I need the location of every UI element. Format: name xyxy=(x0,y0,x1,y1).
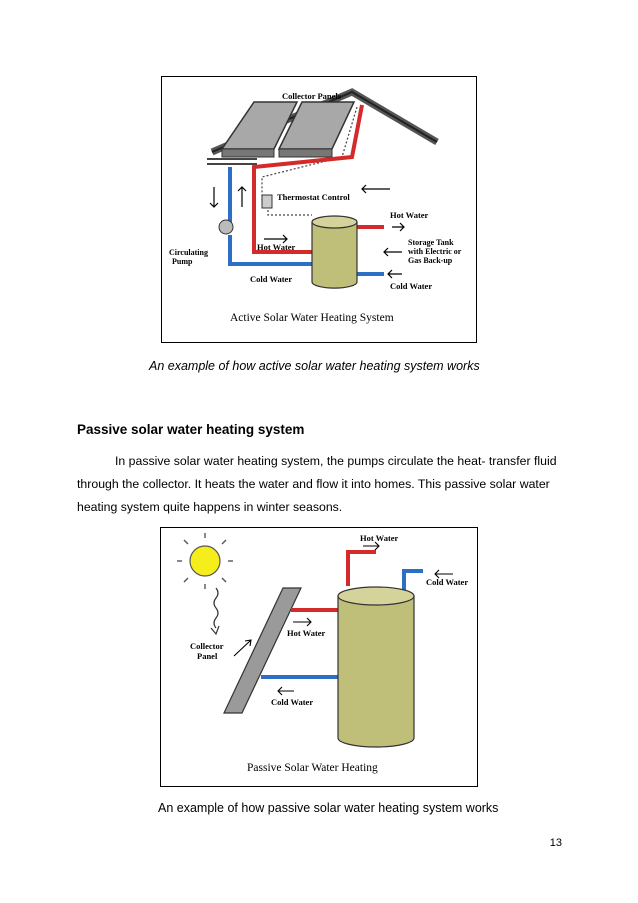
arrow-collector xyxy=(233,639,252,657)
label-storage-tank-2: with Electric or xyxy=(408,247,462,256)
label-circulating-2: Pump xyxy=(172,257,193,266)
arrow-tank xyxy=(383,247,402,257)
label-figure2-title: Passive Solar Water Heating xyxy=(247,762,378,774)
label-cold-water-in: Cold Water xyxy=(390,281,432,291)
figure1-caption: An example of how active solar water hea… xyxy=(149,359,480,373)
section-heading: Passive solar water heating system xyxy=(77,422,305,437)
label-collector-1: Collector xyxy=(190,641,224,651)
label-storage-tank-1: Storage Tank xyxy=(408,238,454,247)
active-system-figure: Collector Panels Thermostat Control Hot … xyxy=(161,76,477,343)
label-thermostat-control: Thermostat Control xyxy=(277,192,350,202)
thermostat-wire-2 xyxy=(267,202,312,216)
label-cold-water-bottom: Cold Water xyxy=(271,697,313,707)
label-cold-water-pump: Cold Water xyxy=(250,274,292,284)
arrow-cold-top xyxy=(434,569,453,579)
label-circulating-1: Circulating xyxy=(169,248,208,257)
label-cold-water-top: Cold Water xyxy=(426,577,468,587)
thermostat-box xyxy=(261,194,273,209)
cold-pipe-top xyxy=(402,569,423,590)
collector-panel-right-edge xyxy=(278,148,333,158)
figure2-caption: An example of how passive solar water he… xyxy=(158,801,499,815)
section-paragraph-text: In passive solar water heating system, t… xyxy=(77,454,557,514)
collector-panel xyxy=(223,587,302,714)
label-hot-water-in: Hot Water xyxy=(257,242,296,252)
arrow-cold-bottom xyxy=(277,686,294,696)
water-tank xyxy=(337,595,415,748)
passive-system-diagram: Hot Water Cold Water Collector Panel Hot… xyxy=(177,533,468,774)
arrow-hot-in xyxy=(264,234,288,244)
section-paragraph: In passive solar water heating system, t… xyxy=(77,450,567,519)
storage-tank-top xyxy=(311,215,358,229)
label-hot-water-mid: Hot Water xyxy=(287,628,326,638)
circulating-pump xyxy=(218,219,234,235)
label-hot-water-out: Hot Water xyxy=(390,210,429,220)
radiation-wave xyxy=(210,587,220,636)
arrow-cold-in xyxy=(387,269,402,279)
page-number: 13 xyxy=(549,837,562,849)
label-figure1-title: Active Solar Water Heating System xyxy=(230,312,394,324)
arrow-hot-out xyxy=(392,222,405,232)
arrow-hot-top xyxy=(363,541,380,551)
label-collector-2: Panel xyxy=(197,651,218,661)
label-storage-tank-3: Gas Back-up xyxy=(408,256,453,265)
thermostat-wire xyxy=(261,106,358,202)
hot-pipe-collector xyxy=(252,104,364,254)
cold-pipe-bottom xyxy=(228,235,312,266)
hot-pipe-top xyxy=(346,550,376,586)
sun-icon xyxy=(177,533,233,589)
storage-tank xyxy=(311,221,358,289)
arrow-hot-mid xyxy=(293,617,312,627)
arrow-up xyxy=(237,186,247,207)
active-system-diagram: Collector Panels Thermostat Control Hot … xyxy=(169,88,462,324)
collector-panel-left-edge xyxy=(221,148,275,158)
passive-system-figure: Hot Water Cold Water Collector Panel Hot… xyxy=(160,527,478,787)
label-collector-panels: Collector Panels xyxy=(282,91,342,101)
label-hot-water-top: Hot Water xyxy=(360,533,399,543)
arrow-thermostat xyxy=(361,184,390,194)
arrow-down xyxy=(209,187,219,208)
water-tank-top xyxy=(337,586,415,606)
